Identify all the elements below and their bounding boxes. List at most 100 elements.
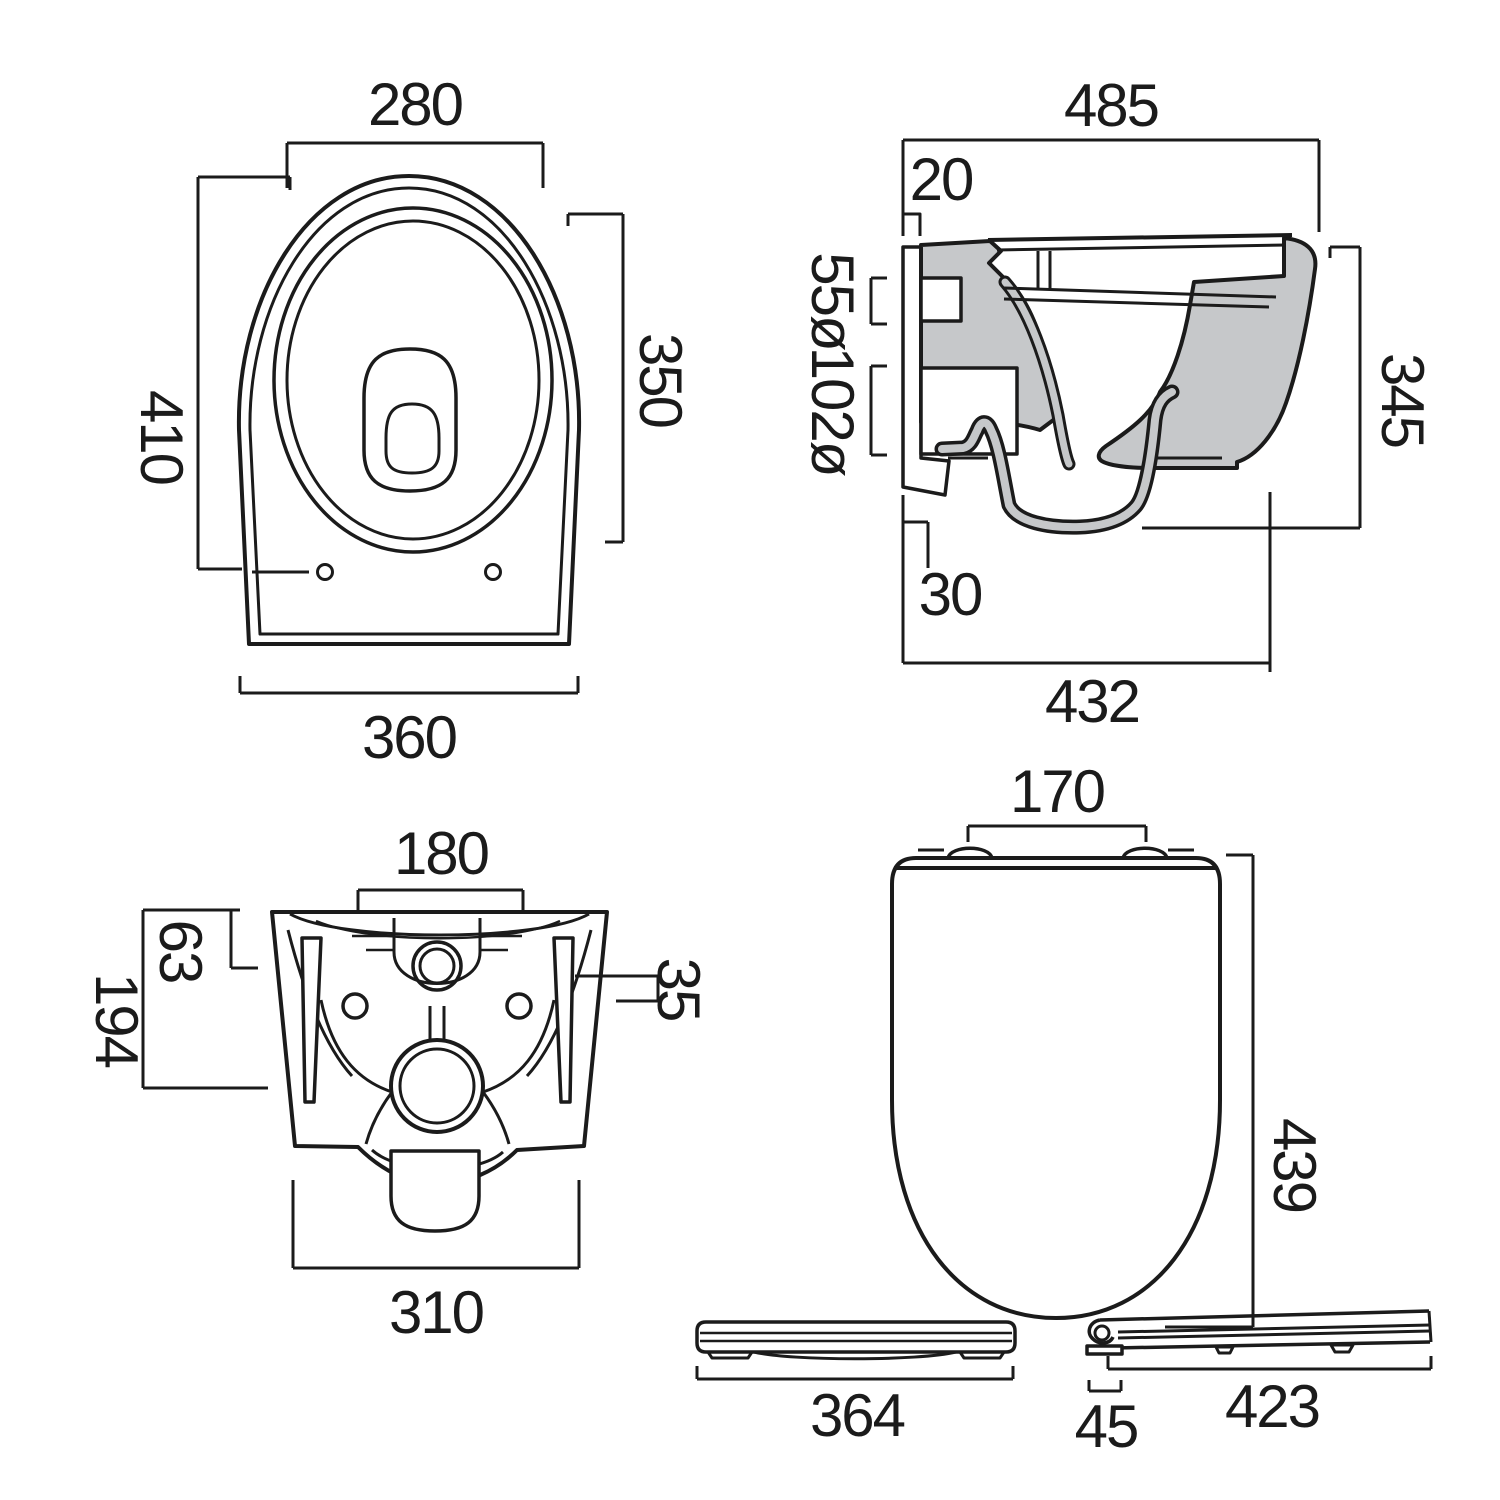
wall-fixing-hole-left — [341, 992, 369, 1020]
dim-345: 345 — [1142, 245, 1436, 530]
dim-label-63: 63 — [147, 920, 214, 983]
lid-bottom-edge — [1117, 1323, 1431, 1334]
dim-line — [285, 141, 545, 188]
dim-line — [196, 175, 292, 571]
seat-lid-outline — [890, 856, 1222, 1320]
pan-rear-view: 180 63 194 35 310 — [83, 820, 712, 1346]
fixing-slot-right — [552, 936, 575, 1104]
inlet-channel — [428, 1006, 446, 1040]
dim-170: 170 — [966, 758, 1148, 842]
dim-line — [291, 1180, 581, 1270]
inlet-hole-inner — [418, 947, 456, 985]
seat-side-view: 423 45 — [1075, 1309, 1433, 1460]
dim-line — [1087, 1380, 1123, 1393]
sump-inner — [384, 402, 441, 475]
dim-364: 364 — [695, 1366, 1015, 1449]
dim-55-dia: 55ø — [799, 252, 887, 351]
hinge-bump-right — [1121, 846, 1169, 859]
hinge-hook — [1087, 1318, 1115, 1345]
s-trap-core — [938, 388, 1176, 532]
petal-curves — [319, 999, 556, 1145]
dim-line — [869, 276, 887, 326]
seat-boss-lines — [1036, 251, 1052, 289]
top-sag-arc-2 — [315, 919, 561, 940]
dim-line — [1106, 1356, 1433, 1371]
seat-bumper-1 — [1214, 1345, 1235, 1355]
dim-410: 410 — [128, 175, 292, 571]
rim-top-line-2 — [996, 243, 1287, 252]
pan-outline-outer — [236, 174, 582, 646]
dim-45: 45 — [1075, 1380, 1139, 1460]
dim-line — [356, 888, 525, 910]
dim-label-55: 55ø — [799, 252, 866, 351]
dim-280: 280 — [285, 71, 545, 188]
dim-label-432: 432 — [1045, 668, 1139, 735]
dim-label-360: 360 — [362, 704, 457, 771]
ceramic-section-front — [1096, 236, 1318, 470]
dim-line — [901, 492, 1272, 672]
pan-section-view: 485 20 55ø 102ø 345 30 432 — [799, 72, 1436, 735]
dim-line — [1142, 245, 1362, 530]
dim-label-194: 194 — [83, 973, 150, 1068]
dim-423: 423 — [1106, 1356, 1433, 1440]
dim-label-364: 364 — [810, 1382, 905, 1449]
dim-label-485: 485 — [1064, 72, 1158, 139]
hinge-knuckle — [1093, 1324, 1111, 1342]
dim-label-410: 410 — [128, 390, 195, 485]
dim-label-170: 170 — [1010, 758, 1105, 825]
seat-bottom-dome — [753, 1350, 957, 1361]
rim-shelf-line-2 — [1003, 297, 1270, 309]
dim-label-20: 20 — [910, 146, 973, 213]
dim-label-439: 439 — [1261, 1118, 1328, 1212]
dim-label-350: 350 — [627, 333, 694, 428]
dim-20: 20 — [901, 146, 975, 236]
sump-outer — [362, 347, 458, 493]
pan-plan-view: 280 410 350 360 — [128, 71, 694, 771]
seat-right-end — [1427, 1310, 1433, 1343]
seat-ring-top — [1117, 1329, 1431, 1340]
dim-432: 432 — [901, 492, 1272, 735]
inlet-flank-lines — [352, 934, 522, 952]
seat-plan-view: 170 439 — [890, 758, 1328, 1329]
dim-line — [141, 908, 268, 1090]
dim-180: 180 — [356, 820, 525, 910]
dim-line — [238, 676, 580, 695]
dim-30: 30 — [903, 520, 984, 628]
dim-485: 485 — [901, 72, 1321, 232]
seat-front-lines — [700, 1331, 1012, 1343]
hinge-bump-left — [946, 846, 994, 859]
seat-fixing-hole-left — [316, 563, 334, 581]
dim-line — [966, 824, 1148, 842]
dim-label-280: 280 — [368, 71, 463, 138]
dim-line — [575, 974, 660, 1003]
dim-label-345: 345 — [1369, 353, 1436, 447]
dim-439: 439 — [1165, 853, 1328, 1329]
dim-360: 360 — [238, 676, 580, 771]
dim-350: 350 — [566, 212, 694, 544]
seat-front-view: 364 — [695, 1320, 1017, 1449]
waste-outlet-outer — [389, 1038, 485, 1134]
lid-top-edge — [1099, 1309, 1430, 1322]
dim-tick — [903, 520, 930, 568]
dim-35: 35 — [575, 958, 712, 1021]
dim-label-310: 310 — [389, 1279, 484, 1346]
dim-label-35: 35 — [645, 958, 712, 1021]
inlet-socket-55 — [919, 276, 963, 323]
outlet-spigot — [389, 1149, 481, 1233]
seat-front-outline — [695, 1320, 1017, 1354]
rim-top-line — [987, 233, 1293, 242]
wall-fixing-hole-right — [505, 992, 533, 1020]
rim-shelf-line — [1003, 286, 1277, 299]
pan-outline-inner — [248, 186, 570, 636]
dim-310: 310 — [291, 1180, 581, 1346]
dim-label-30: 30 — [919, 561, 982, 628]
funnel-tube-core — [1001, 278, 1073, 468]
rim-outer — [272, 206, 554, 554]
seat-bumper-2 — [1329, 1343, 1355, 1354]
dim-tick — [901, 212, 922, 236]
dim-line — [566, 212, 625, 544]
dim-label-423: 423 — [1225, 1373, 1319, 1440]
dim-label-102: 102ø — [799, 347, 866, 477]
